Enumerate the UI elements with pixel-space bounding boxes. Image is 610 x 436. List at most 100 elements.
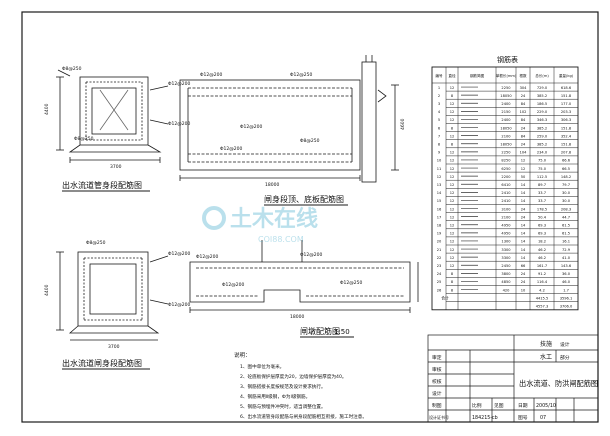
table-cell: 12 [450,215,455,219]
table-cell: 30.0 [562,191,571,195]
table-cell: 12 [450,102,455,106]
table-cell: 24 [437,272,442,276]
note-item: 4、钢筋采用Ⅱ级钢，Ф为Ⅰ级钢筋。 [240,393,310,400]
tb-reviewer: 审核 [432,366,442,373]
note-item: 6、出水流道管身段配筋与闸身段配筋相互衔接，施工时注意。 [240,413,367,420]
table-cell: 46.2 [538,248,546,252]
table-cell: 259.0 [537,134,548,138]
table-cell: 12 [450,207,455,211]
table-cell: 3 [438,102,440,106]
tb-date-label: 日期 [518,403,528,409]
table-cell: 46.0 [562,280,571,284]
table-cell: 79.7 [562,183,570,187]
tb-code-label: 设计证书号 [429,414,449,420]
table-cell: 8 [451,272,454,276]
table-cell: 12 [450,248,455,252]
table-total-cell: 4415.5 [536,296,549,300]
table-cell: 14 [521,199,526,203]
table-total-cell: 3706.0 [560,305,573,309]
table-cell: 12 [450,256,455,260]
tb-drafter: 制图 [432,402,442,409]
table-cell: 4950 [501,232,511,236]
table-header-cell: 根数 [519,73,527,78]
table-cell: 7 [438,134,440,138]
table-cell: 151.8 [561,94,572,98]
table-header-cell: 单根长(mm) [496,73,517,78]
view2-plan [179,55,399,183]
table-cell: 3300 [501,256,511,260]
table-cell: 14 [521,191,526,195]
tb-part: 部分 [560,354,570,361]
table-cell: 2150 [501,110,511,114]
table-cell: 148.2 [561,175,571,179]
table-cell: 112.5 [537,175,547,179]
watermark: 土木在线 COI88.COM [202,206,318,244]
table-cell: 8 [451,143,454,147]
table-cell: 3100 [501,207,511,211]
tb-drawing-no-value: 07 [540,415,546,421]
view4-pier [189,240,419,313]
table-cell: 14 [521,224,526,228]
table-cell: 22 [437,256,442,260]
table-cell: 12 [521,167,526,171]
table-cell: 8 [451,288,454,292]
table-cell: 1 [438,86,440,90]
table-header-cell: 总长(m) [535,73,549,78]
table-cell: 12 [450,240,455,244]
svg-text:Φ8@250: Φ8@250 [300,138,320,144]
table-cell: 13 [437,183,442,187]
table-cell: 25 [437,280,442,284]
view4-labels: Φ12@200 Φ12@200 Φ12@250 Φ12@200 18000 [196,252,362,320]
table-cell: 26 [437,288,442,292]
note-item: 3、钢筋搭接长度按规范及设计要求执行。 [240,383,326,390]
view1-labels: Φ8@250 Φ12@200 Φ12@200 Φ8@250 3700 4400 [44,66,190,170]
table-cell: 66.6 [562,159,571,163]
table-cell: 12 [450,159,455,163]
tb-drawing-no-label: 图号 [518,415,528,421]
table-cell: 10 [521,288,526,292]
view2-labels: Φ12@200 Φ12@250 Φ12@200 Φ8@250 Φ12@200 1… [200,72,406,188]
svg-text:18000: 18000 [265,182,279,188]
table-cell: 729.0 [537,86,548,90]
table-cell: 8 [451,94,454,98]
table-cell: 12 [450,86,455,90]
table-cell: 14 [521,248,526,252]
table-cell: 2410 [501,191,511,195]
table-cell: 4850 [501,280,511,284]
table-cell: 12 [450,264,455,268]
table-cell: 14 [521,232,526,236]
table-cell: 24 [521,280,526,284]
table-cell: 8 [451,126,454,130]
table-cell: 306.3 [561,118,571,122]
table-cell: 12 [450,134,455,138]
table-cell: 4 [438,110,441,114]
table-cell: 177.0 [561,102,572,106]
svg-text:Φ12@200: Φ12@200 [196,254,218,260]
table-cell: 8 [451,280,454,284]
title-block [427,334,599,423]
table-cell: 207.8 [561,151,572,155]
watermark-sub: COI88.COM [258,235,304,244]
table-cell: 66.5 [562,167,570,171]
table-cell: 44.7 [562,215,570,219]
table-cell: 24 [521,143,526,147]
table-cell: 84 [521,102,526,106]
table-cell: 2450 [501,264,511,268]
table-cell: 24 [521,126,526,130]
table-cell: 16.1 [562,240,570,244]
tb-checker: 校核 [432,378,442,385]
svg-text:Φ12@250: Φ12@250 [290,72,312,78]
table-cell: 208.3 [561,207,571,211]
table-cell: 61.5 [562,232,570,236]
note-item: 1、图中单位为毫米。 [240,363,284,370]
svg-text:3700: 3700 [110,164,122,170]
table-cell: 3300 [501,248,511,252]
title-block-text: 审定 审核 校核 设计 制图 设计证书号 比例 见图 184215-cb 日期 … [429,340,598,421]
table-cell: 385.2 [537,126,547,130]
table-cell: 2100 [501,134,511,138]
table-cell: 234.0 [537,151,548,155]
svg-text:Φ12@200: Φ12@200 [168,121,190,127]
table-cell: 24 [521,215,526,219]
table-cell: 102 [520,110,527,114]
table-cell: 14 [521,256,526,260]
